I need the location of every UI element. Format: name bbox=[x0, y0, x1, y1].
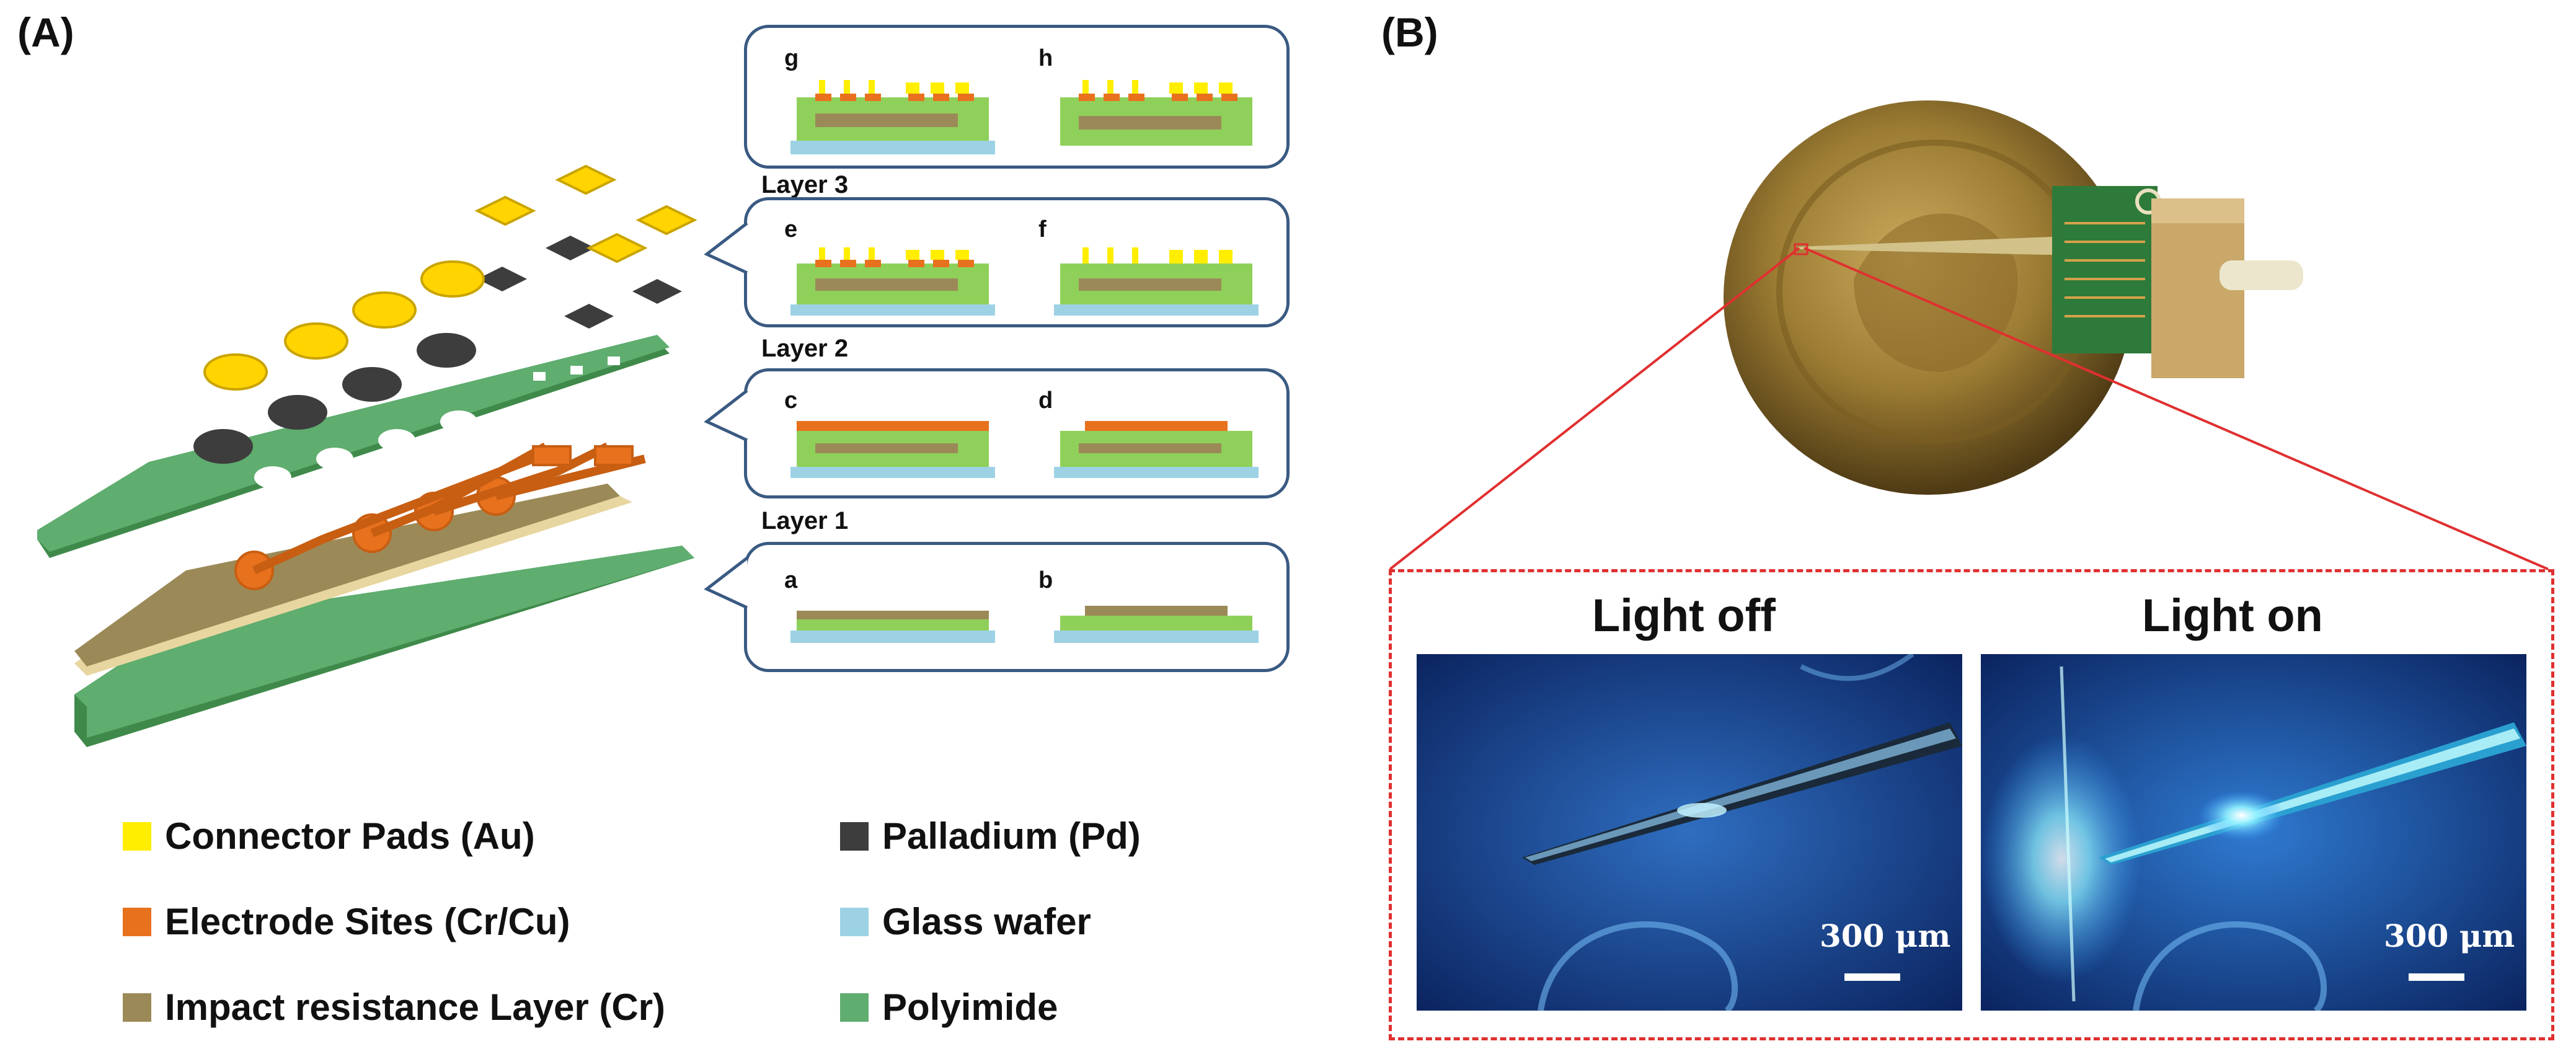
legend-palladium: Palladium (Pd) bbox=[840, 815, 1141, 857]
light-on-photo: 300 μm bbox=[1981, 654, 2526, 1011]
legend-swatch bbox=[840, 907, 869, 936]
inset-frame bbox=[1389, 569, 2554, 1040]
legend-label: Polyimide bbox=[882, 986, 1058, 1028]
zoom-lines bbox=[1389, 243, 2549, 570]
legend-impact-resistance: Impact resistance Layer (Cr) bbox=[123, 986, 665, 1029]
step-g-label: g bbox=[784, 45, 799, 71]
legend-glass-wafer: Glass wafer bbox=[840, 900, 1091, 943]
probe bbox=[1798, 237, 2077, 255]
legend-label: Electrode Sites (Cr/Cu) bbox=[165, 901, 570, 942]
legend-connector-pads: Connector Pads (Au) bbox=[123, 815, 535, 857]
impact-resistance-layer bbox=[74, 484, 632, 676]
legend-label: Impact resistance Layer (Cr) bbox=[165, 986, 666, 1028]
panel-b-label: (B) bbox=[1381, 9, 1438, 55]
layer-3-label: Layer 3 bbox=[761, 171, 849, 198]
gold-pads bbox=[203, 164, 697, 391]
legend-electrode-sites: Electrode Sites (Cr/Cu) bbox=[123, 900, 570, 943]
step-e-label: e bbox=[784, 216, 798, 242]
light-on-label: Light on bbox=[2142, 590, 2323, 641]
bottom-polyimide-layer bbox=[74, 546, 694, 747]
cross-section-h bbox=[1060, 80, 1252, 146]
step-c-label: c bbox=[784, 388, 798, 414]
cross-section-b bbox=[1054, 606, 1259, 643]
light-off-label: Light off bbox=[1592, 590, 1776, 641]
scale-label-on: 300 μm bbox=[2384, 918, 2515, 954]
scale-bar-on bbox=[2409, 973, 2464, 981]
cross-section-e bbox=[790, 247, 995, 316]
scale-bar-off bbox=[1844, 973, 1900, 981]
panel-a-label: (A) bbox=[17, 9, 74, 55]
legend-swatch bbox=[123, 822, 151, 851]
callout-pointers bbox=[704, 222, 748, 609]
legend-swatch bbox=[123, 907, 151, 936]
step-f-label: f bbox=[1038, 216, 1047, 242]
palladium-discs bbox=[193, 236, 682, 464]
callout-steps-ef: e f bbox=[744, 197, 1290, 327]
legend-label: Glass wafer bbox=[882, 901, 1091, 942]
cross-section-d bbox=[1054, 421, 1259, 478]
legend-polyimide: Polyimide bbox=[840, 986, 1058, 1029]
callout-steps-gh: g h bbox=[744, 25, 1290, 169]
callout-steps-cd: c d bbox=[744, 368, 1290, 498]
legend-label: Connector Pads (Au) bbox=[165, 815, 535, 857]
cross-section-c bbox=[790, 421, 995, 478]
layer-2-label: Layer 2 bbox=[761, 335, 849, 362]
electrode-traces bbox=[234, 442, 646, 590]
legend-swatch bbox=[123, 993, 151, 1022]
cross-section-f bbox=[1054, 247, 1259, 316]
legend-swatch bbox=[840, 822, 869, 851]
callout-steps-ab: a b bbox=[744, 542, 1290, 672]
coin-photo bbox=[1724, 100, 2303, 495]
legend-label: Palladium (Pd) bbox=[882, 815, 1141, 857]
legend-swatch bbox=[840, 993, 869, 1022]
exploded-layer-diagram bbox=[37, 164, 697, 747]
scale-label-off: 300 μm bbox=[1820, 918, 1950, 954]
step-h-label: h bbox=[1038, 45, 1053, 71]
light-off-photo: 300 μm bbox=[1417, 654, 1962, 1011]
cross-section-g bbox=[790, 80, 995, 154]
optical-fiber-ferrule bbox=[2220, 260, 2303, 290]
pcb-connector bbox=[2052, 186, 2158, 353]
step-a-label: a bbox=[784, 567, 798, 593]
layer-1-label: Layer 1 bbox=[761, 507, 849, 534]
top-polyimide-layer bbox=[37, 335, 670, 558]
cross-section-a bbox=[790, 611, 995, 643]
step-b-label: b bbox=[1038, 567, 1053, 593]
step-d-label: d bbox=[1038, 388, 1053, 414]
